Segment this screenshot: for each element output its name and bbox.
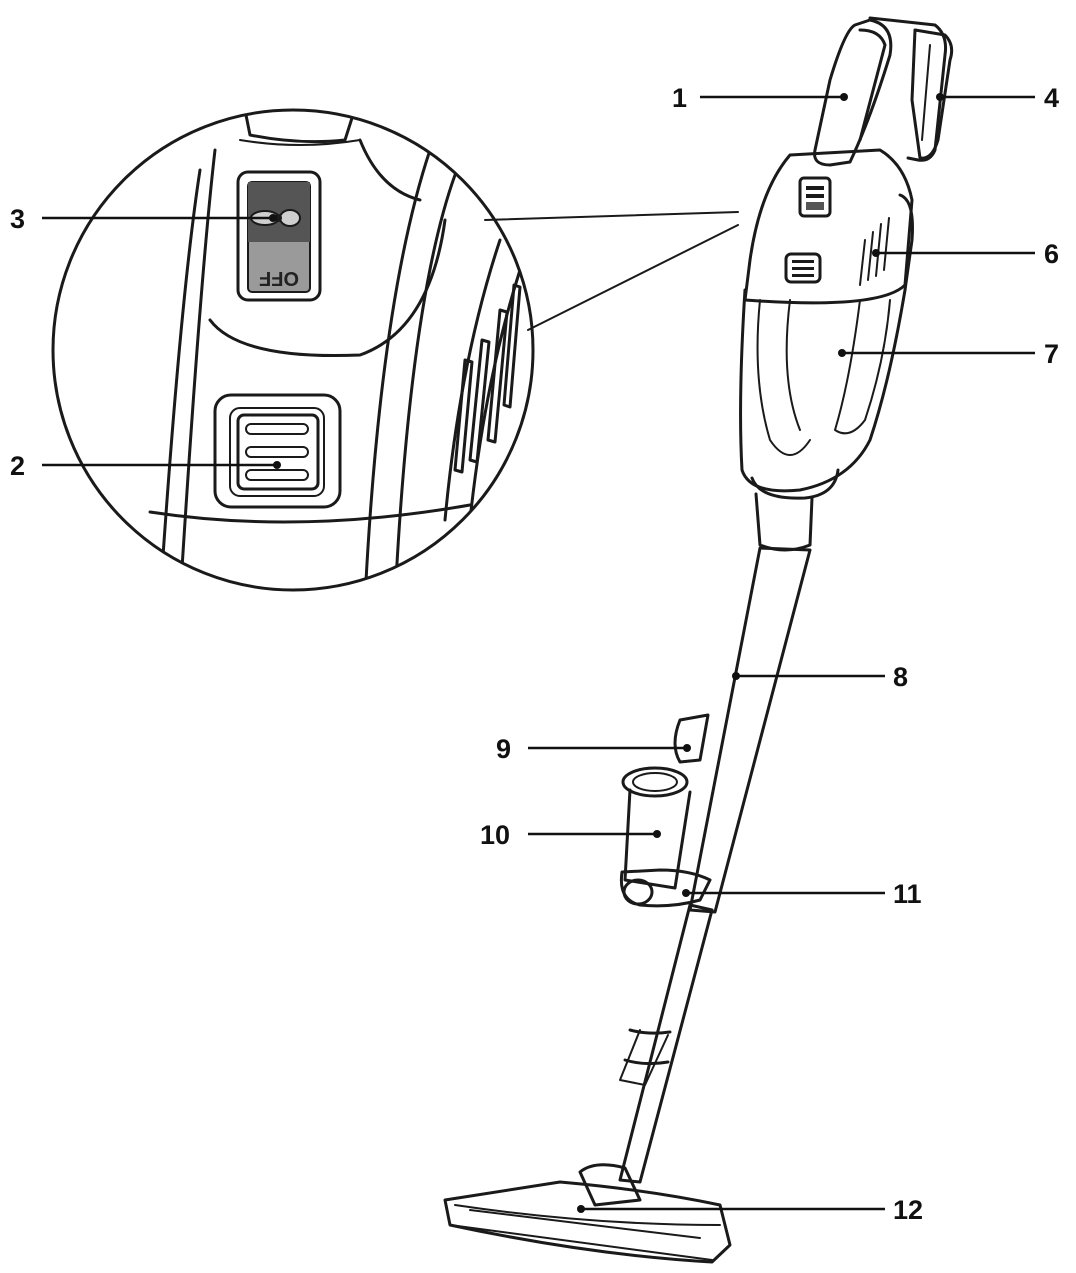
callout-label-11: 11	[893, 879, 922, 909]
callout-label-10: 10	[480, 820, 510, 850]
callout-label-9: 9	[496, 734, 511, 764]
callout-12: 12	[577, 1195, 923, 1225]
leader-dot	[732, 672, 740, 680]
zoom-pointer-top	[484, 211, 739, 221]
callout-2: 2	[10, 451, 281, 481]
callout-label-2: 2	[10, 451, 25, 481]
callout-label-6: 6	[1044, 239, 1059, 269]
leader-dot	[683, 744, 691, 752]
leader-dot	[838, 349, 846, 357]
leader-dot	[653, 830, 661, 838]
zoom-detail: OFF	[51, 108, 535, 592]
callout-label-12: 12	[893, 1195, 923, 1225]
callout-label-7: 7	[1044, 339, 1059, 369]
callout-4: 4	[936, 83, 1059, 113]
vacuum-illustration	[443, 16, 954, 1264]
callout-8: 8	[732, 662, 908, 692]
callout-3: 3	[10, 204, 277, 234]
leader-dot	[682, 889, 690, 897]
callout-9: 9	[496, 734, 691, 764]
leader-dot	[273, 461, 281, 469]
callout-label-8: 8	[893, 662, 908, 692]
leader-dot	[577, 1205, 585, 1213]
callout-label-4: 4	[1044, 83, 1059, 113]
callout-label-1: 1	[672, 83, 687, 113]
switch-off-text: OFF	[259, 267, 299, 289]
callout-10: 10	[480, 820, 661, 850]
leader-dot	[936, 93, 944, 101]
leader-dot	[269, 214, 277, 222]
callout-label-3: 3	[10, 204, 25, 234]
callout-11: 11	[682, 879, 922, 909]
callout-6: 6	[872, 239, 1059, 269]
zoom-pointer-bottom	[527, 224, 739, 331]
leader-dot	[840, 93, 848, 101]
callout-7: 7	[838, 339, 1059, 369]
callout-1: 1	[672, 83, 848, 113]
leader-dot	[872, 249, 880, 257]
